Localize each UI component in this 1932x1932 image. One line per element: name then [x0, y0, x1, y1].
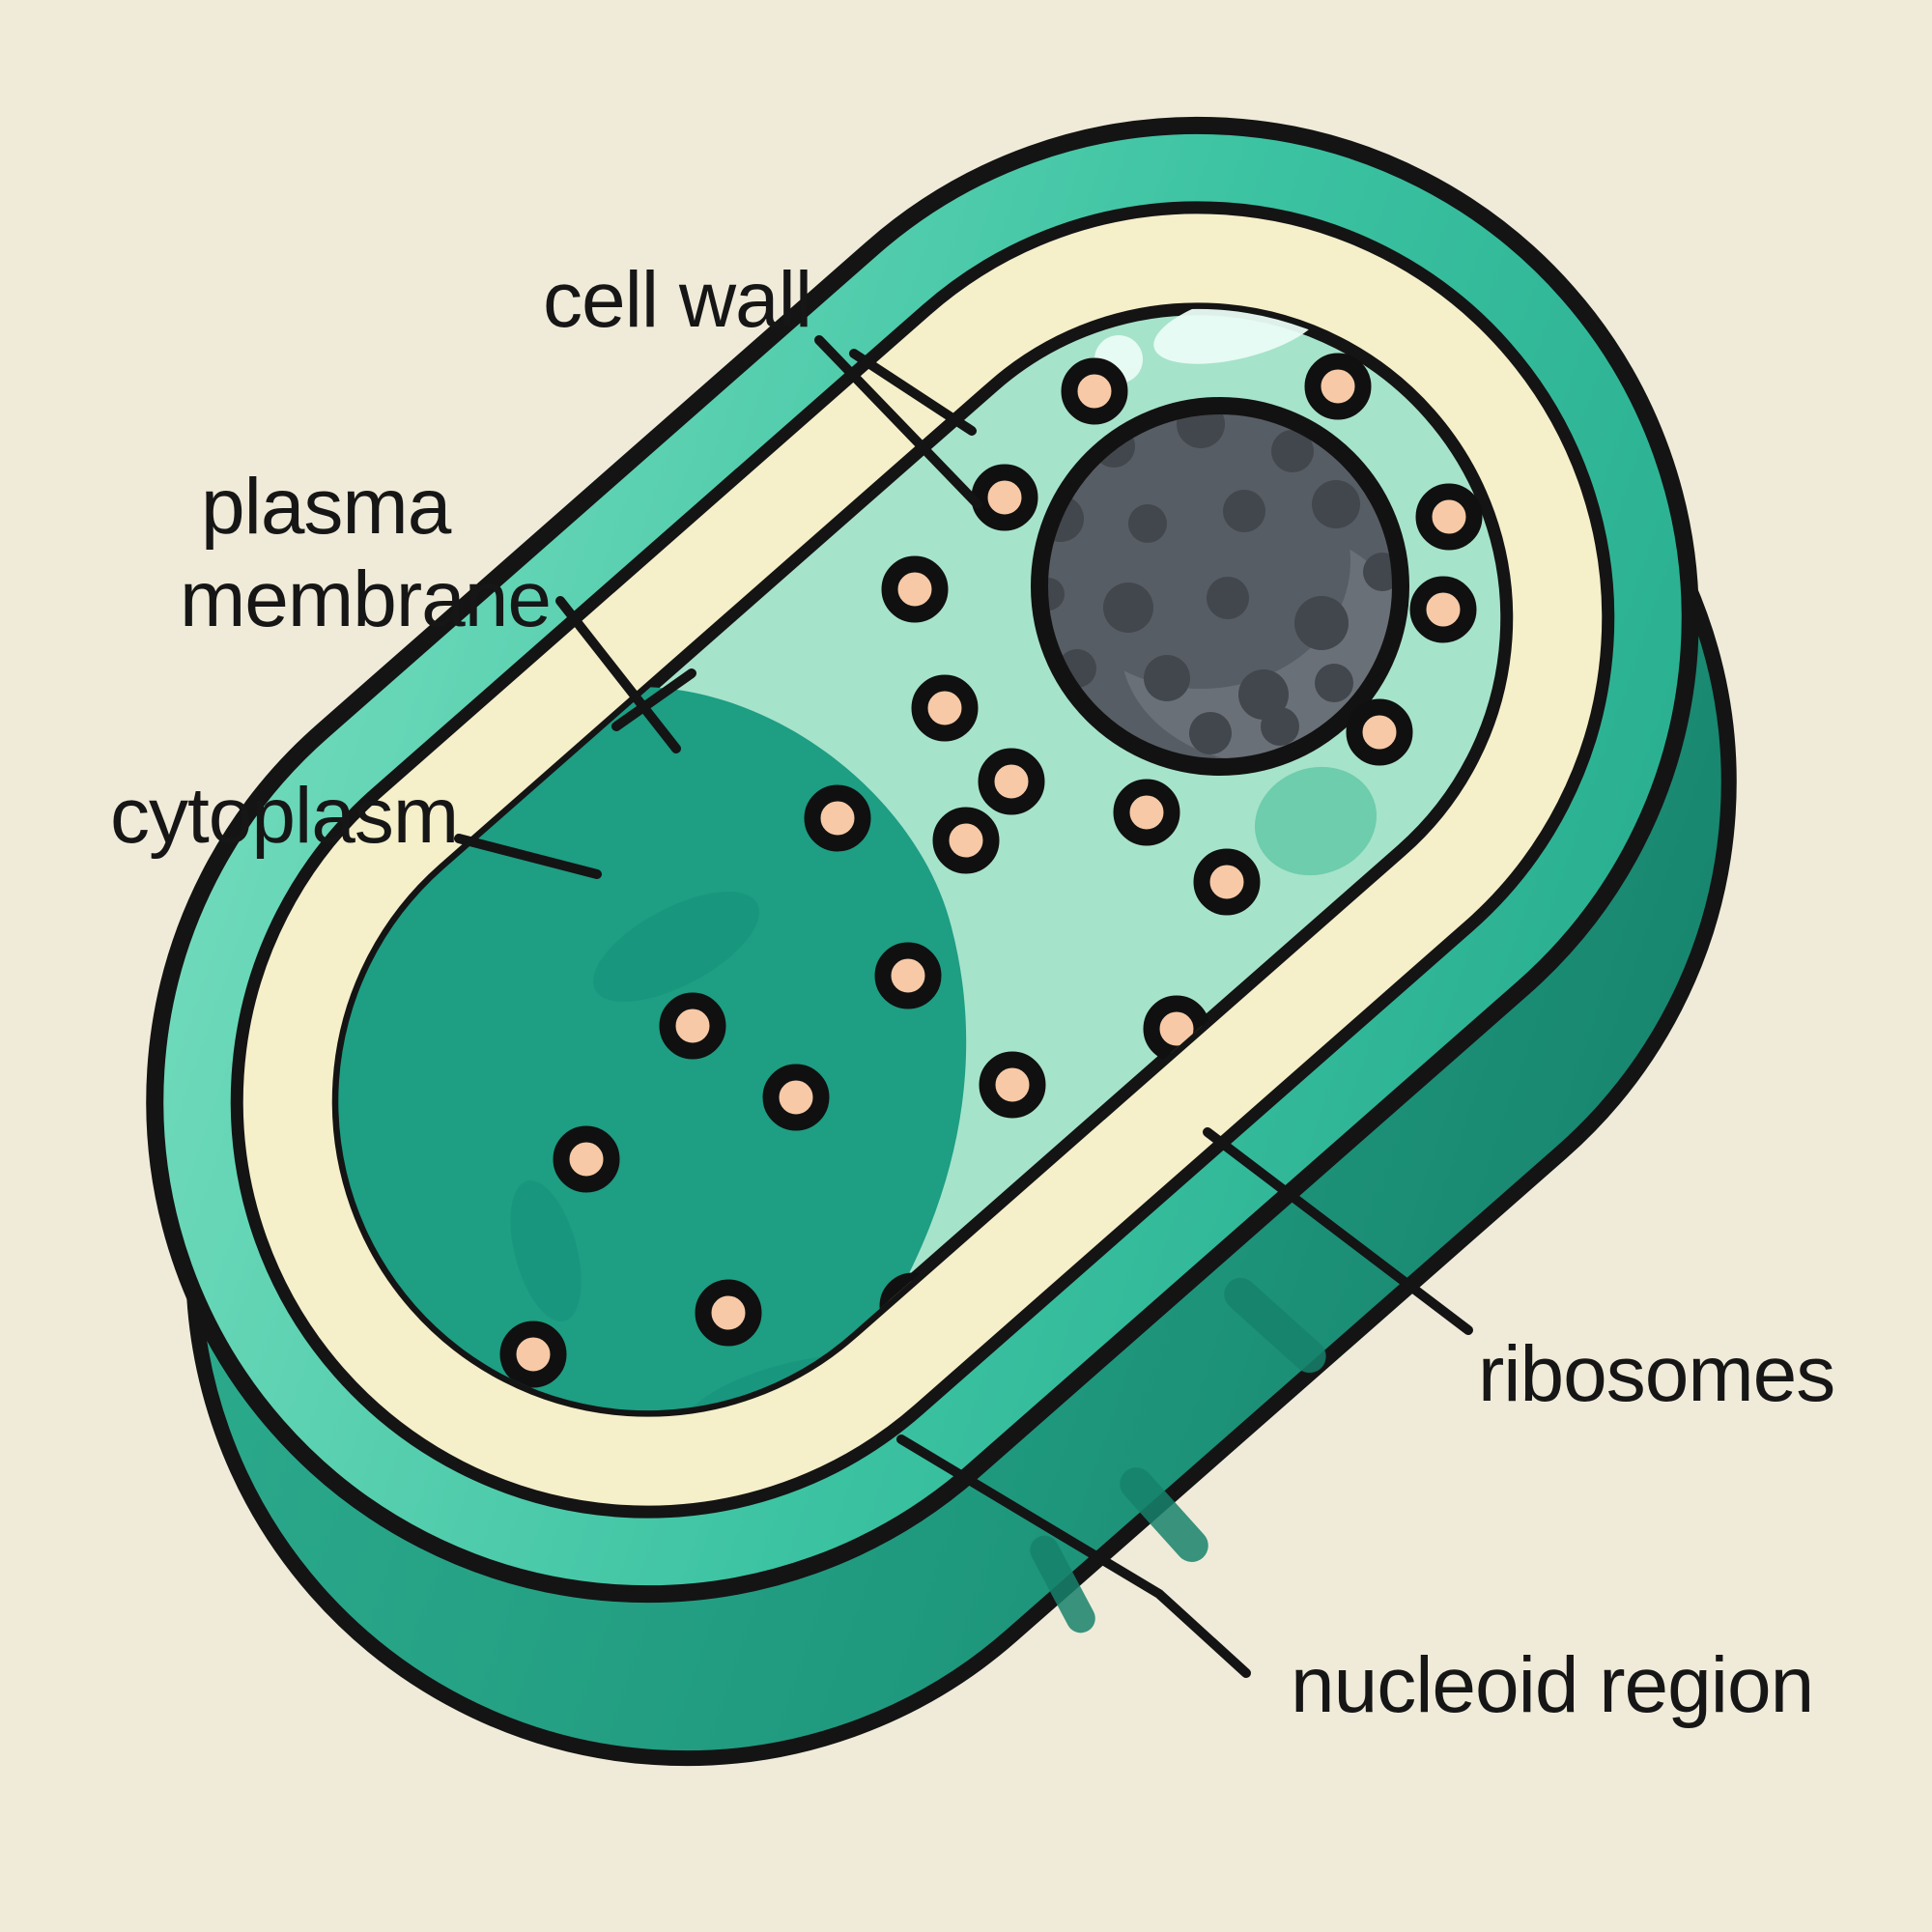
ribosome-dot [911, 674, 979, 742]
granule-speckle [1207, 577, 1249, 619]
labels: cell wall plasma membrane cytoplasm ribo… [110, 256, 1835, 1729]
granule-speckle [1189, 712, 1232, 754]
ribosome-dot [1304, 353, 1372, 420]
storage-granule [1031, 397, 1409, 776]
granule-speckle [1271, 430, 1314, 472]
granule-speckle [1294, 596, 1349, 650]
plasma-membrane-label-line1: plasma [201, 463, 452, 551]
granule-speckle [1128, 504, 1167, 543]
ribosome-dot [881, 555, 949, 623]
ribosome-dot [1409, 576, 1477, 643]
leader-lines [454, 335, 1473, 1678]
ribosomes-leader-line [1203, 1127, 1473, 1335]
ribosome-dot [1415, 483, 1483, 551]
ribosome-dot [499, 1321, 567, 1388]
granule-speckle [1315, 664, 1353, 702]
ribosome-dot [659, 992, 726, 1060]
cytoplasm-inclusion-blob [1254, 766, 1378, 876]
cell-wall-leader-tick [849, 349, 977, 436]
cell-wall-label: cell wall [543, 256, 811, 344]
granule-speckle [1238, 669, 1289, 720]
nucleoid-leader-line [896, 1435, 1251, 1678]
nucleoid-region-label: nucleoid region [1291, 1641, 1813, 1729]
granule-speckle [1103, 582, 1153, 633]
granule-speckle [1312, 480, 1360, 528]
ribosome-dot [932, 807, 1000, 874]
granule-speckle [1223, 490, 1265, 532]
plasma-membrane-label-line2: membrane [180, 555, 551, 643]
ribosome-dot [762, 1064, 830, 1131]
side-shading-blobs [1030, 1277, 1326, 1634]
ribosomes-label: ribosomes [1478, 1330, 1834, 1418]
ribosome-dot [1061, 357, 1128, 425]
ribosome-dot [553, 1125, 620, 1193]
nucleoid-region-blob [323, 687, 967, 1503]
ribosome-dot [1113, 779, 1180, 846]
ribosome-dot [971, 464, 1038, 531]
ribosome-dot [804, 784, 871, 852]
ribosome-dot [979, 1051, 1046, 1119]
cytoplasm-label: cytoplasm [110, 772, 458, 860]
granule-speckle [1144, 655, 1190, 701]
plasma-membrane-leader-line [555, 596, 681, 753]
cell-wall-leader-line [814, 335, 982, 509]
ribosome-dot [1193, 848, 1261, 916]
ribosome-dot [695, 1279, 762, 1347]
cytoplasm-leader-line [454, 834, 602, 879]
plasma-membrane-leader-tick [611, 668, 696, 731]
granule-speckle [1261, 707, 1299, 746]
ribosome-dot [978, 748, 1045, 815]
ribosome-dot [874, 942, 942, 1009]
ribosome-dot [1346, 698, 1413, 766]
